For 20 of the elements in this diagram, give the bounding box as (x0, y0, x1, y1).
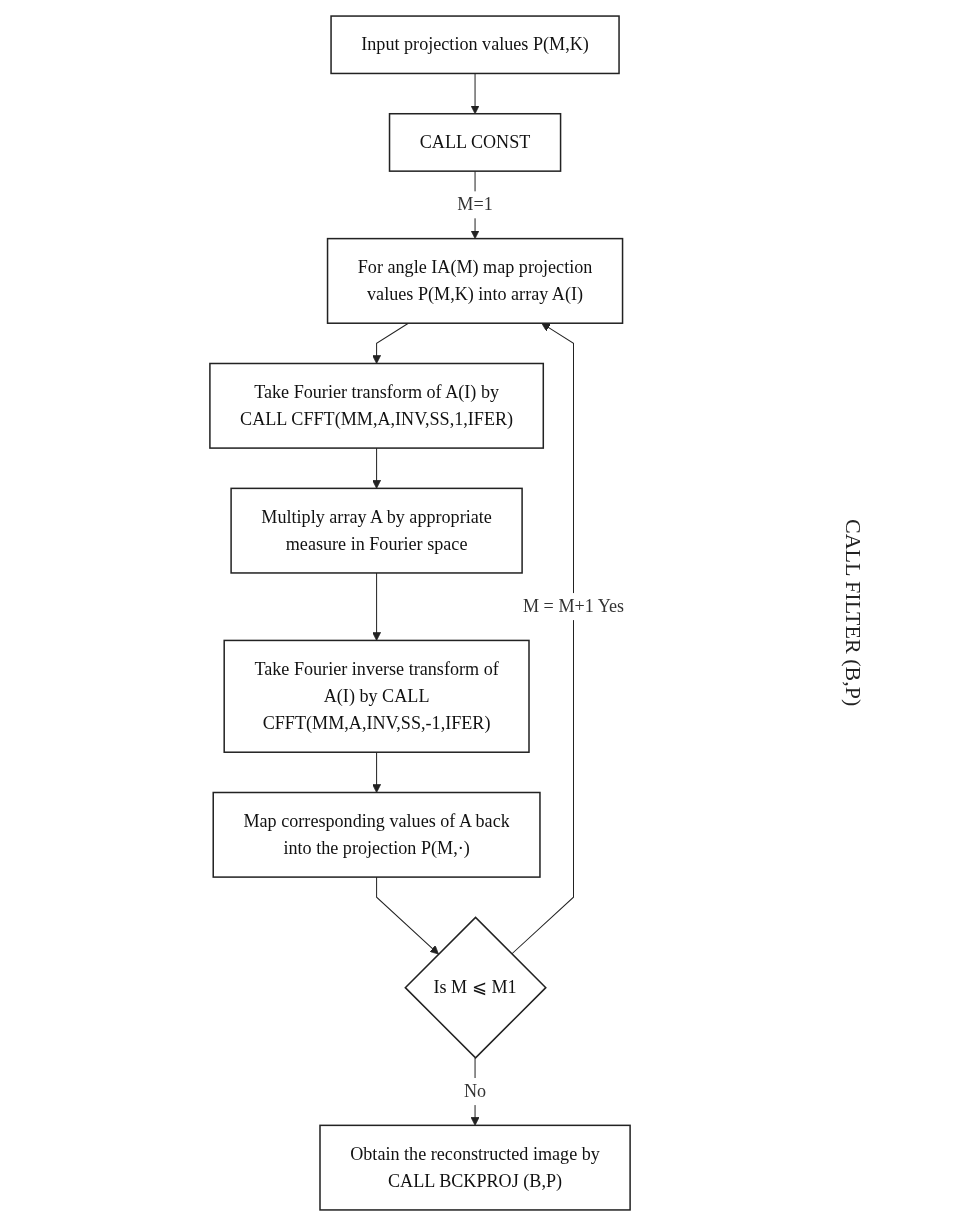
arrow (372, 571, 382, 641)
node-box: For angle IA(M) map projection values P(M,K) into array A(I) (326, 237, 624, 324)
node-box: Map corresponding values of A back into the projection P(M,·) (212, 791, 541, 878)
arrow (372, 322, 409, 364)
edge-label: M = M+1 Yes (522, 595, 625, 616)
arrow (511, 322, 574, 954)
node-box: Multiply array A by appropriate measure in Fourier space (230, 487, 523, 574)
node-box: Take Fourier transform of A(I) by CALL CFFT(MM,A,INV,SS,1,IFER) (209, 362, 545, 449)
node-box: Obtain the reconstructed image by CALL BCKPROJ (B,P) (319, 1124, 631, 1211)
arrow (372, 447, 382, 489)
node-box: Input projection values P(M,K) (330, 14, 620, 74)
node-diamond: Is M ⩽ M1 (404, 915, 547, 1059)
edge-label: No (463, 1080, 487, 1101)
arrow (372, 751, 382, 793)
node-box: CALL CONST (388, 112, 562, 172)
edge-label: M=1 (457, 193, 493, 214)
arrow (470, 72, 480, 114)
node-box: Take Fourier inverse transform of A(I) by CALL CFFT(MM,A,INV,SS,-1,IFER) (223, 639, 530, 753)
filter-call-label: CALL FILTER (B,P) (840, 518, 866, 707)
arrow (376, 876, 439, 954)
